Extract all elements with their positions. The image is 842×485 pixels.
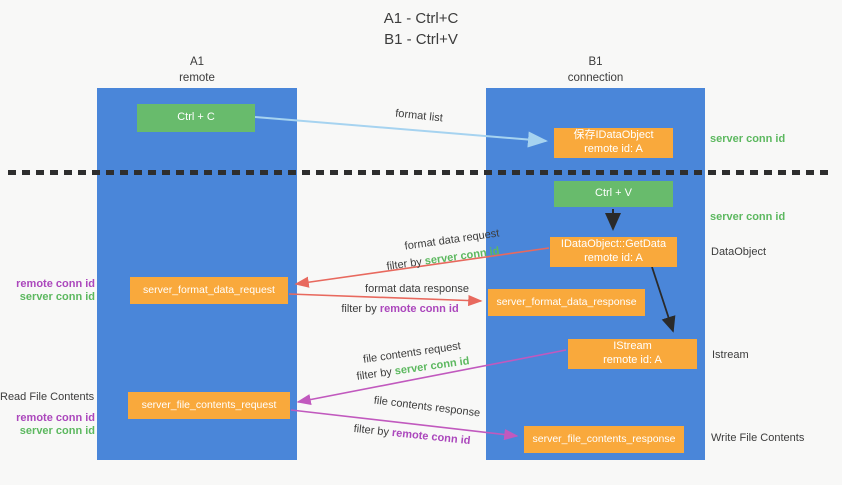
diagram-title: A1 - Ctrl+C B1 - Ctrl+V — [0, 8, 842, 50]
remote-conn-id-left-top: remote conn id — [16, 278, 95, 290]
column-header-b1: B1 connection — [486, 55, 705, 86]
getdata-to-istream-arrow — [651, 266, 676, 333]
ctrl-v-label: Ctrl + V — [595, 187, 632, 200]
write-file-contents-label: Write File Contents — [711, 432, 805, 444]
title-line-2: B1 - Ctrl+V — [384, 31, 458, 48]
format-data-response-label: format data response — [365, 283, 469, 295]
dataobject-label: DataObject — [711, 246, 767, 258]
istream-box: IStream remote id: A — [568, 339, 697, 369]
file-contents-request-arrow — [296, 349, 567, 406]
column-header-a1: A1 remote — [97, 55, 297, 86]
remote-conn-id-text: remote conn id — [379, 303, 459, 315]
istream-line2: remote id: A — [603, 354, 662, 366]
ctrl-c-box: Ctrl + C — [137, 104, 255, 132]
filter-by-text: filter by — [341, 303, 377, 315]
title-line-1: A1 - Ctrl+C — [383, 10, 459, 27]
server-conn-id-right-top: server conn id — [710, 133, 786, 145]
ctrl-v-box: Ctrl + V — [554, 181, 673, 207]
column-a1-name: A1 — [189, 56, 205, 68]
istream-line1: IStream — [613, 340, 652, 353]
getdata-line1: IDataObject::GetData — [560, 238, 667, 251]
column-a1-subtitle: remote — [179, 71, 215, 84]
save-idataobject-line1: 保存IDataObject — [573, 129, 654, 142]
server-conn-id-left-top: server conn id — [19, 291, 95, 303]
server-format-data-request-label: server_format_data_request — [143, 283, 275, 296]
server-file-contents-response-box: server_file_contents_response — [524, 426, 684, 453]
remote-conn-id-left-bottom: remote conn id — [16, 412, 95, 424]
column-b1-name: B1 — [588, 56, 603, 68]
save-idataobject-box: 保存IDataObject remote id: A — [554, 128, 673, 158]
istream-side-label: Istream — [712, 349, 749, 361]
dashed-divider — [8, 170, 832, 175]
idataobject-getdata-box: IDataObject::GetData remote id: A — [550, 237, 677, 267]
format-data-request-arrow — [294, 247, 550, 288]
getdata-line2: remote id: A — [584, 252, 643, 264]
server-file-contents-request-label: server_file_contents_request — [141, 398, 277, 411]
server-format-data-request-box: server_format_data_request — [130, 277, 288, 304]
server-file-contents-request-box: server_file_contents_request — [128, 392, 290, 419]
server-conn-id-right-mid: server conn id — [710, 211, 786, 223]
read-file-contents-label: Read File Contents — [0, 391, 95, 403]
format-data-response-arrow — [288, 293, 483, 307]
ctrl-c-label: Ctrl + C — [177, 111, 215, 124]
format-list-arrow — [254, 116, 548, 148]
column-b1-subtitle: connection — [567, 71, 624, 84]
save-idataobject-line2: remote id: A — [584, 143, 643, 155]
server-format-data-response-label: server_format_data_response — [496, 295, 637, 308]
file-contents-response-arrow — [290, 409, 519, 441]
server-conn-id-left-bottom: server conn id — [19, 425, 95, 437]
server-format-data-response-box: server_format_data_response — [488, 289, 645, 316]
server-file-contents-response-label: server_file_contents_response — [532, 432, 676, 445]
filter-by-remote-conn-id-label-1: filter by remote conn id — [341, 303, 458, 315]
